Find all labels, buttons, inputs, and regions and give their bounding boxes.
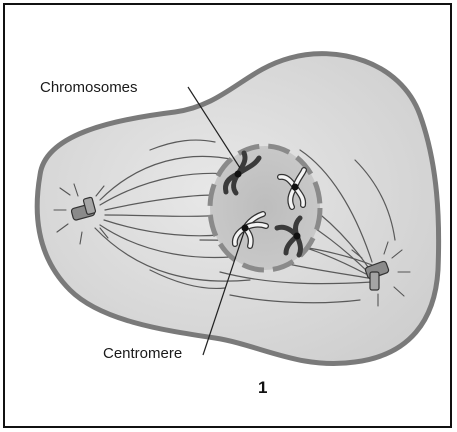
centromere-dot — [294, 233, 301, 240]
centromere-dot — [235, 171, 242, 178]
figure-number: 1 — [258, 378, 267, 397]
chromosomes-label: Chromosomes — [40, 79, 138, 96]
centromere-dot — [242, 225, 249, 232]
centromere-dot — [292, 184, 299, 191]
centromere-label: Centromere — [103, 345, 182, 362]
